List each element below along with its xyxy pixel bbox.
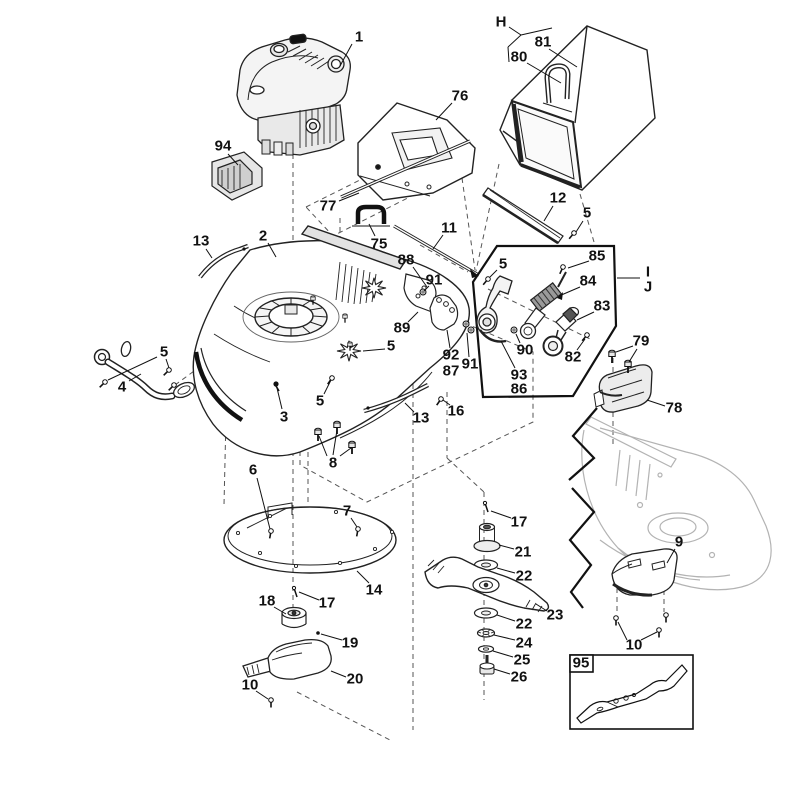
band-14: [223, 502, 397, 574]
washer-22b: [473, 607, 499, 619]
construction-lines: [174, 145, 665, 741]
engine-illustration: [236, 33, 351, 156]
trim-strip-13-top: [198, 243, 249, 279]
rear-cover-76: [357, 102, 476, 201]
lock-washer-24: [476, 628, 496, 638]
mulch-plug-78: [593, 364, 653, 413]
deflector-9: [611, 548, 678, 597]
leader-lines: [107, 26, 676, 700]
lever-93-86: [476, 275, 513, 343]
mower-deck-2: [192, 225, 470, 457]
rod-77: [340, 139, 471, 199]
grass-bag: [499, 25, 656, 191]
plate-12: [482, 187, 564, 245]
hub-21: [473, 522, 501, 553]
bolt-26: [479, 655, 495, 675]
bracket-92: [429, 294, 459, 331]
blade-95: [576, 664, 688, 724]
hub-18: [281, 606, 307, 629]
washer-25: [477, 645, 495, 653]
link-83-82: [542, 306, 580, 357]
handle-75: [352, 204, 390, 227]
front-bar-4: [93, 340, 195, 401]
bracket-94: [211, 151, 263, 201]
guard-20: [242, 638, 332, 680]
hex-callout-box: [471, 244, 618, 399]
trim-strip-13-bottom: [363, 382, 430, 414]
starburst-lower: [336, 340, 362, 362]
inset-box-95: [569, 654, 694, 730]
blade-stack: [424, 522, 550, 675]
starburst-upper: [361, 277, 387, 299]
spring-84: [519, 271, 567, 340]
break-zigzags: [568, 407, 598, 609]
